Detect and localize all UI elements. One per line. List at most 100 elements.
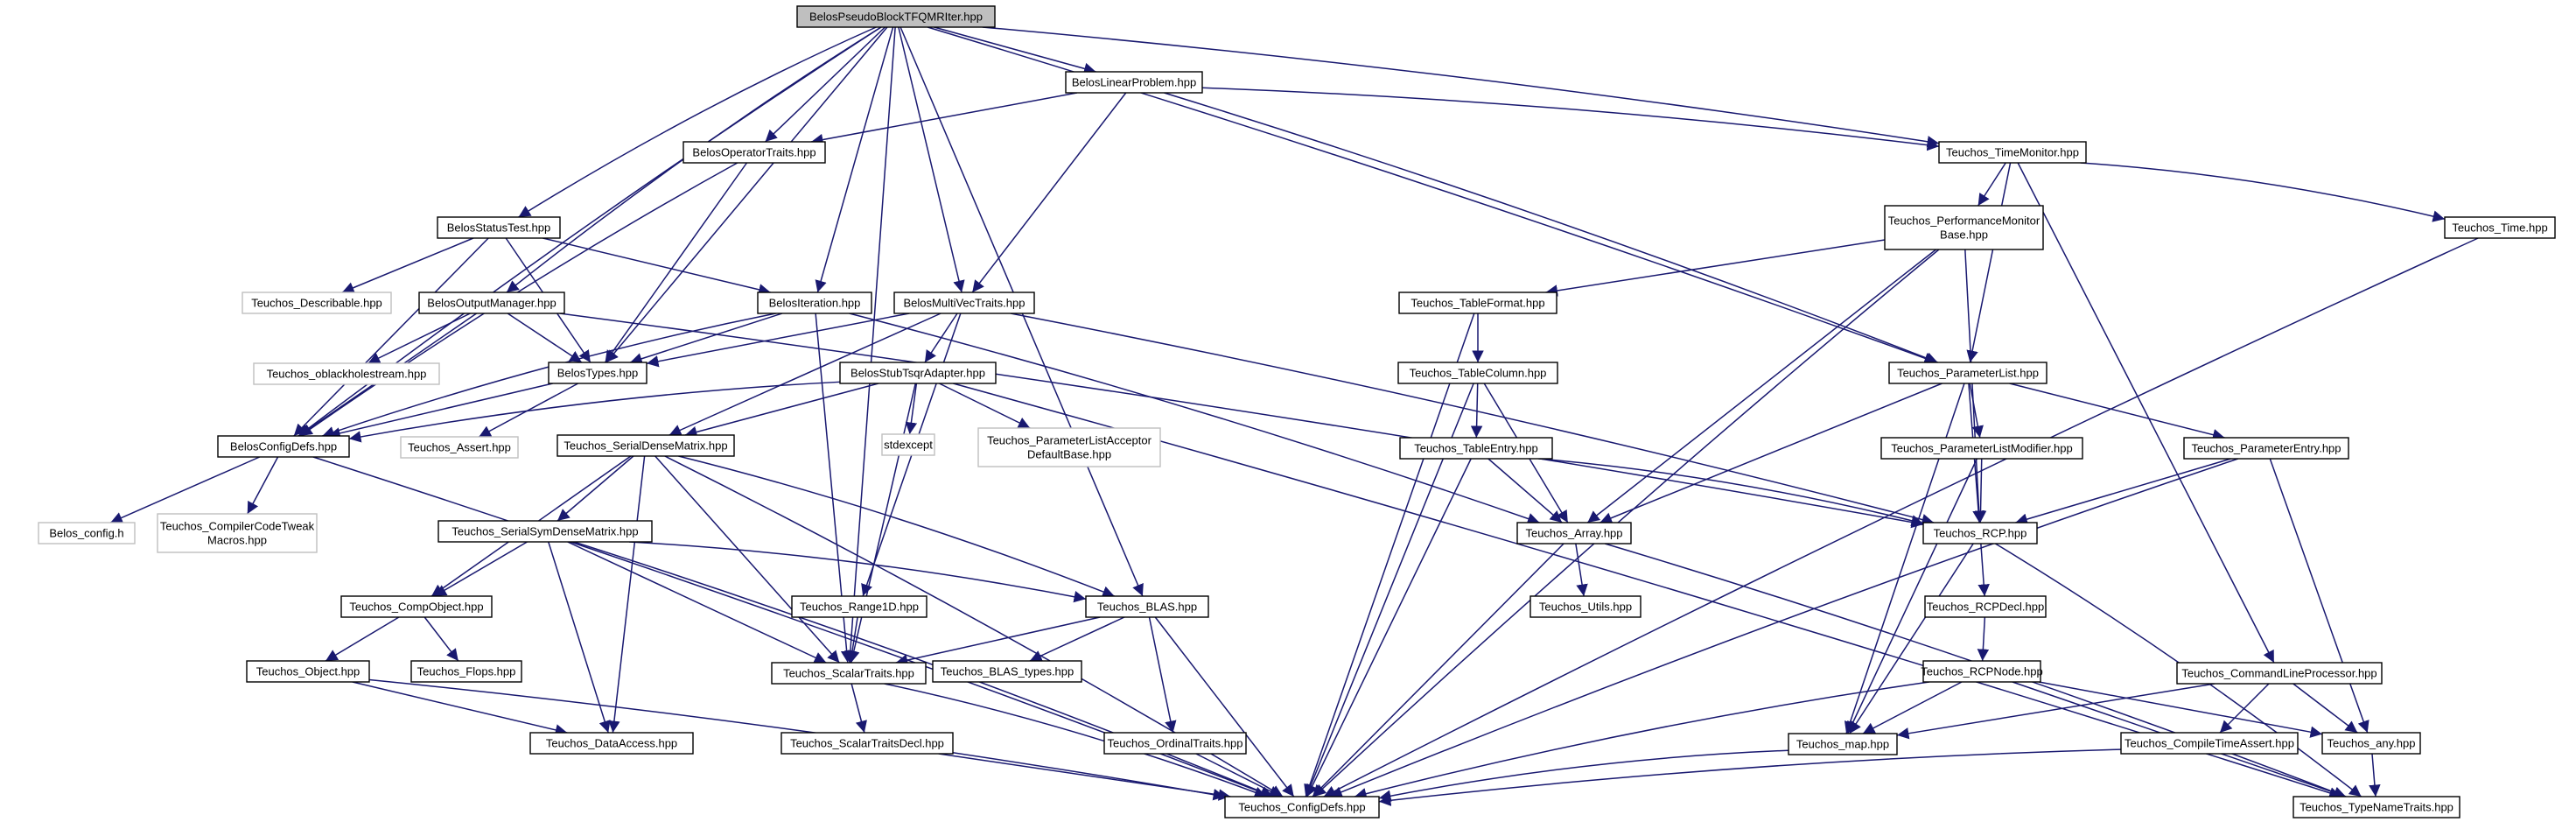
node-mvtraits[interactable]: BelosMultiVecTraits.hpp: [893, 292, 1035, 314]
node-label: Teuchos_DataAccess.hpp: [546, 737, 677, 750]
node-label: Teuchos_BLAS.hpp: [1097, 601, 1197, 614]
node-box: [2120, 732, 2299, 755]
node-array[interactable]: Teuchos_Array.hpp: [1516, 522, 1632, 544]
edge-blas-to-tconfig: [1154, 616, 1295, 797]
node-serialsym[interactable]: Teuchos_SerialSymDenseMatrix.hpp: [438, 520, 653, 543]
node-label: Teuchos_TypeNameTraits.hpp: [2300, 801, 2454, 814]
node-plmodifier[interactable]: Teuchos_ParameterListModifier.hpp: [1880, 437, 2083, 460]
file-nodes: BelosPseudoBlockTFQMRIter.hppBelosLinear…: [38, 5, 2556, 818]
node-optraits[interactable]: BelosOperatorTraits.hpp: [682, 141, 826, 164]
node-label: BelosConfigDefs.hpp: [230, 440, 337, 453]
edge-root-to-scalartraits: [844, 26, 896, 664]
edge-serialsym-to-compobject: [434, 541, 528, 597]
node-time[interactable]: Teuchos_Time.hpp: [2444, 216, 2556, 239]
node-configdefs[interactable]: BelosConfigDefs.hpp: [217, 435, 350, 458]
edge-perfmon-to-array: [1586, 249, 1937, 523]
node-label: Teuchos_CompilerCodeTweak: [160, 520, 315, 533]
edge-serialdense-to-blas: [678, 455, 1115, 598]
edge-blas-to-scalartraits: [895, 616, 1101, 666]
node-label: BelosIteration.hpp: [769, 297, 861, 310]
edge-iteration-to-array: [849, 313, 1540, 524]
edge-mvtraits-to-serialdense: [668, 313, 942, 436]
edge-serialdense-to-serialsym: [556, 455, 634, 522]
node-scalartraits[interactable]: Teuchos_ScalarTraits.hpp: [771, 662, 927, 685]
node-range1d[interactable]: Teuchos_Range1D.hpp: [791, 595, 928, 618]
node-label: Teuchos_ConfigDefs.hpp: [1238, 801, 1365, 814]
edge-serialdense-to-dataaccess: [608, 455, 646, 734]
node-box: [1065, 71, 1203, 94]
edge-mvtraits-to-rcp: [1010, 313, 1935, 526]
node-tablecolumn[interactable]: Teuchos_TableColumn.hpp: [1397, 362, 1558, 384]
node-box: [1516, 522, 1632, 544]
edge-root-to-timemon: [982, 26, 1940, 148]
edge-paramlist-to-map: [1844, 383, 1965, 734]
edge-rcp-to-rcpdecl: [1978, 543, 1990, 597]
edge-rcp-to-map: [1849, 543, 1974, 734]
edge-serialsym-to-blas: [628, 541, 1087, 603]
node-scalardecl[interactable]: Teuchos_ScalarTraitsDecl.hpp: [780, 732, 954, 755]
node-types[interactable]: BelosTypes.hpp: [548, 362, 648, 384]
edge-paramentry-to-any: [2269, 458, 2370, 734]
node-outmgr[interactable]: BelosOutputManager.hpp: [418, 292, 565, 314]
node-tableformat[interactable]: Teuchos_TableFormat.hpp: [1398, 292, 1558, 314]
node-label: BelosPseudoBlockTFQMRIter.hpp: [809, 11, 983, 24]
node-blas[interactable]: Teuchos_BLAS.hpp: [1085, 595, 1209, 618]
node-box: [1880, 437, 2083, 460]
node-label: BelosMultiVecTraits.hpp: [904, 297, 1026, 310]
node-label: Teuchos_Time.hpp: [2452, 221, 2547, 235]
node-dataaccess[interactable]: Teuchos_DataAccess.hpp: [529, 732, 694, 755]
node-statustest[interactable]: BelosStatusTest.hpp: [437, 216, 561, 239]
node-typename[interactable]: Teuchos_TypeNameTraits.hpp: [2292, 796, 2460, 818]
node-compobject[interactable]: Teuchos_CompObject.hpp: [340, 595, 493, 618]
node-tableentry[interactable]: Teuchos_TableEntry.hpp: [1399, 437, 1553, 460]
edge-perfmon-to-tableformat: [1545, 239, 1886, 297]
node-root[interactable]: BelosPseudoBlockTFQMRIter.hpp: [796, 5, 996, 28]
node-serialdense[interactable]: Teuchos_SerialDenseMatrix.hpp: [556, 434, 735, 457]
node-box: [340, 595, 493, 618]
node-label: Base.hpp: [1940, 228, 1988, 242]
node-blastypes[interactable]: Teuchos_BLAS_types.hpp: [932, 660, 1082, 683]
node-flops[interactable]: Teuchos_Flops.hpp: [410, 660, 522, 683]
edge-plmodifier-to-rcp: [1974, 458, 1987, 523]
edge-root-to-mvtraits: [898, 26, 965, 293]
edge-object-to-tconfig: [368, 678, 1226, 801]
node-box: [839, 362, 997, 384]
node-stubtsqr[interactable]: BelosStubTsqrAdapter.hpp: [839, 362, 997, 384]
node-paramentry[interactable]: Teuchos_ParameterEntry.hpp: [2183, 437, 2349, 460]
edge-stubtsqr-to-placcept: [939, 383, 1031, 429]
edge-rcpnode-to-tconfig: [1354, 681, 1929, 800]
edge-serialsym-to-tconfig: [573, 541, 1274, 798]
node-tconfig[interactable]: Teuchos_ConfigDefs.hpp: [1224, 796, 1380, 818]
node-stdexcept: stdexcept: [881, 433, 935, 456]
node-box: [682, 141, 826, 164]
node-map[interactable]: Teuchos_map.hpp: [1788, 733, 1898, 755]
edge-linprob-to-timemon: [1201, 87, 1940, 151]
node-box: [1397, 362, 1558, 384]
node-object[interactable]: Teuchos_Object.hpp: [246, 660, 370, 683]
node-cmdline[interactable]: Teuchos_CommandLineProcessor.hpp: [2176, 662, 2383, 685]
node-label: stdexcept: [884, 439, 933, 452]
node-any[interactable]: Teuchos_any.hpp: [2321, 732, 2421, 755]
node-ordinal[interactable]: Teuchos_OrdinalTraits.hpp: [1103, 732, 1247, 755]
node-rcp[interactable]: Teuchos_RCP.hpp: [1922, 522, 2038, 544]
node-paramlist[interactable]: Teuchos_ParameterList.hpp: [1888, 362, 2048, 384]
node-label: BelosOperatorTraits.hpp: [692, 146, 816, 159]
node-box: [791, 595, 928, 618]
edge-statustest-to-configdefs: [293, 237, 489, 437]
node-ctassert[interactable]: Teuchos_CompileTimeAssert.hpp: [2120, 732, 2299, 755]
node-box: [932, 660, 1082, 683]
edge-paramlist-to-plmodifier: [1969, 383, 1984, 439]
node-linprob[interactable]: BelosLinearProblem.hpp: [1065, 71, 1203, 94]
node-label: Teuchos_TableEntry.hpp: [1414, 442, 1537, 455]
node-timemon[interactable]: Teuchos_TimeMonitor.hpp: [1938, 141, 2087, 164]
node-utils[interactable]: Teuchos_Utils.hpp: [1530, 595, 1642, 618]
edge-statustest-to-describable: [341, 237, 474, 294]
node-iteration[interactable]: BelosIteration.hpp: [757, 292, 872, 314]
node-rcpdecl[interactable]: Teuchos_RCPDecl.hpp: [1924, 595, 2047, 618]
node-box: [1399, 437, 1553, 460]
node-rcpnode[interactable]: Teuchos_RCPNode.hpp: [1921, 660, 2043, 683]
node-belosconfig: Belos_config.h: [38, 522, 136, 544]
